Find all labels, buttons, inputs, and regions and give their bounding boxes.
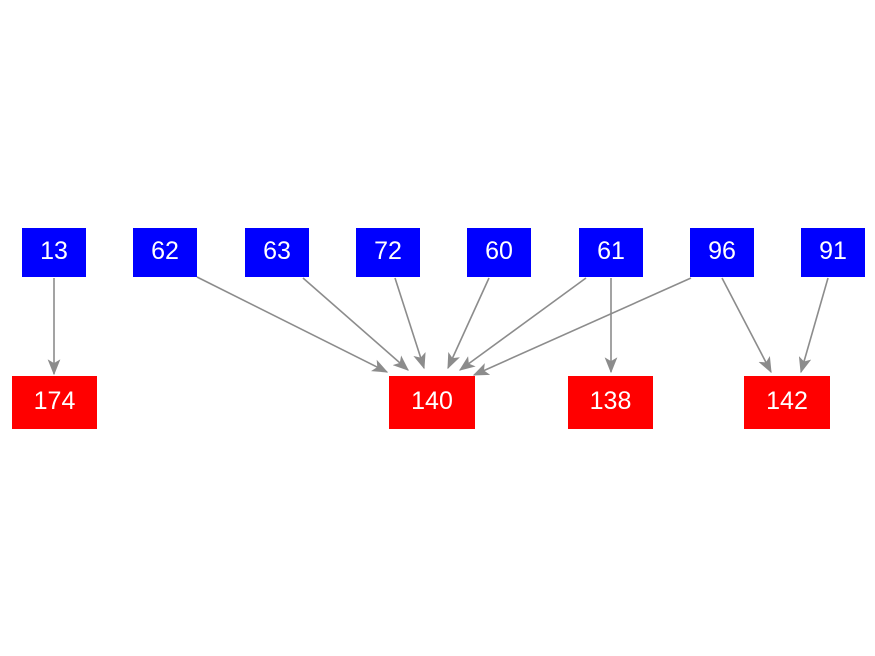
node-label: 63 — [263, 237, 291, 265]
node-140[interactable]: 140 — [389, 376, 475, 429]
node-label: 13 — [40, 237, 68, 265]
edge-96-to-142 — [721, 277, 772, 374]
node-label: 96 — [708, 237, 736, 265]
edge-96-to-140 — [472, 277, 692, 376]
node-label: 62 — [151, 237, 179, 265]
node-label: 61 — [597, 237, 625, 265]
node-174[interactable]: 174 — [12, 376, 97, 429]
node-91[interactable]: 91 — [801, 228, 865, 277]
node-138[interactable]: 138 — [568, 376, 653, 429]
node-label: 72 — [374, 237, 402, 265]
node-label: 91 — [819, 237, 847, 265]
node-label: 174 — [33, 387, 76, 415]
node-label: 140 — [411, 387, 453, 415]
edge-60-to-140 — [447, 277, 490, 370]
node-13[interactable]: 13 — [22, 228, 86, 277]
node-label: 60 — [485, 237, 513, 265]
node-142[interactable]: 142 — [744, 376, 830, 429]
node-72[interactable]: 72 — [356, 228, 420, 277]
node-63[interactable]: 63 — [245, 228, 309, 277]
edges-group — [47, 276, 829, 376]
node-label: 138 — [589, 387, 632, 415]
node-60[interactable]: 60 — [467, 228, 531, 277]
edge-91-to-142 — [798, 277, 829, 374]
node-label: 142 — [766, 387, 808, 415]
edge-72-to-140 — [394, 277, 426, 370]
edge-63-to-140 — [302, 277, 409, 371]
node-61[interactable]: 61 — [579, 228, 643, 277]
edge-61-to-140 — [458, 277, 587, 371]
edge-62-to-140 — [196, 276, 389, 373]
node-96[interactable]: 96 — [690, 228, 754, 277]
node-62[interactable]: 62 — [133, 228, 197, 277]
